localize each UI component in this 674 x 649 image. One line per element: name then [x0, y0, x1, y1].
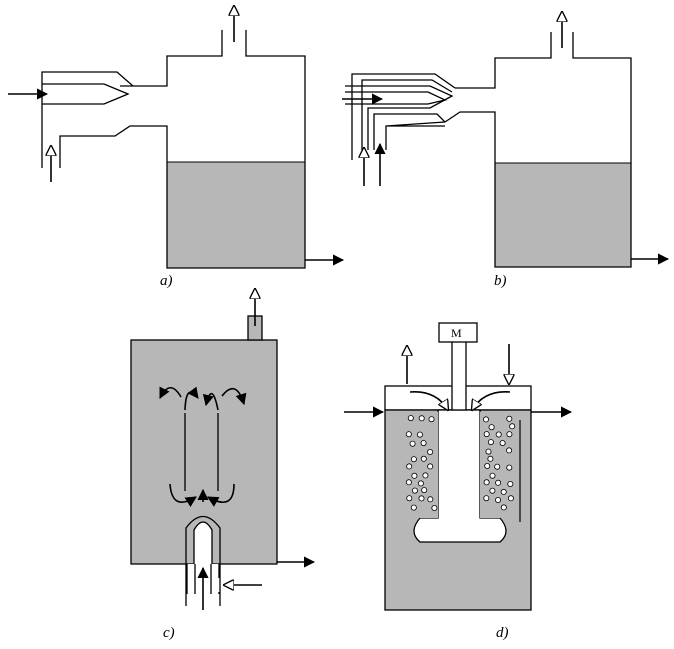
bubble: [507, 495, 514, 502]
bubble: [489, 472, 496, 479]
bubble: [484, 462, 491, 469]
panel-b-label: b): [494, 273, 507, 289]
bubble: [406, 463, 413, 470]
bubble: [418, 495, 425, 502]
panel-b-nozzle-mid1: [361, 79, 453, 150]
panel-a-liquid: [167, 162, 305, 268]
bubble: [422, 472, 429, 479]
bubble: [410, 456, 417, 463]
panel-d-flow-right: [472, 391, 511, 410]
panel-a-vessel: [59, 30, 306, 269]
bubble: [500, 488, 507, 495]
bubble: [506, 464, 513, 471]
bubble: [427, 463, 434, 470]
panel-c-circulation-bottom-left: [169, 483, 197, 508]
panel-b-nozzle-inner: [345, 91, 447, 105]
panel-b-vessel: [444, 32, 632, 268]
bubble: [483, 431, 490, 438]
bubble: [405, 431, 412, 438]
bubble: [506, 415, 513, 422]
bubble: [428, 416, 435, 423]
bubble: [500, 504, 507, 511]
panel-b-nozzle-outer: [351, 73, 456, 160]
bubble: [506, 447, 513, 454]
bubble: [487, 439, 494, 446]
panel-b-lower-channel: [373, 113, 446, 150]
bubble: [411, 487, 418, 494]
bubble: [488, 424, 495, 431]
bubble: [416, 431, 423, 438]
bubble: [489, 487, 496, 494]
bubble: [494, 496, 501, 503]
bubble: [407, 415, 414, 422]
panel-c-circulation-bottom-right: [207, 483, 235, 507]
panel-d-bubbles: [405, 415, 516, 511]
panel-d-label: d): [496, 625, 509, 641]
panel-a-nozzle: [42, 83, 130, 105]
bubble: [418, 415, 425, 422]
bubble: [487, 455, 494, 462]
bubble: [420, 455, 427, 462]
panel-c-inlet-tube-outer: [185, 515, 221, 606]
panel-c-inlet-walls: [186, 564, 220, 594]
bubble: [509, 423, 516, 430]
panel-c-circulation-top-left: [159, 386, 182, 400]
bubble: [405, 479, 412, 486]
bubble: [495, 479, 502, 486]
bubble: [431, 504, 438, 511]
panel-b: b): [342, 12, 670, 289]
bubble: [495, 431, 502, 438]
bubble: [427, 448, 434, 455]
panel-c-circulation-top-left-2: [184, 386, 199, 411]
panel-d-motor-label: M: [451, 326, 462, 340]
bubble: [483, 495, 490, 502]
panel-c: c): [130, 289, 316, 641]
bubble: [411, 472, 418, 479]
panel-d-rotor: [413, 409, 507, 543]
bubble: [506, 431, 513, 438]
bubble: [420, 440, 427, 447]
panel-b-liquid: [495, 163, 631, 267]
bubble: [410, 504, 417, 511]
panel-c-circulation-top-right-2: [221, 387, 247, 406]
panel-d-motor-box: [438, 322, 478, 343]
bubble: [417, 480, 424, 487]
bubble: [494, 463, 501, 470]
panel-a-inlet-upper: [41, 71, 134, 168]
panel-d-shaft: [451, 340, 467, 411]
bubble: [421, 487, 428, 494]
panel-d: M d): [344, 322, 573, 641]
panel-a: a): [8, 6, 345, 289]
bubble: [507, 480, 514, 487]
panel-b-nozzle-mid2: [345, 85, 454, 150]
bubble: [409, 440, 416, 447]
panel-c-label: c): [163, 625, 175, 641]
bubble: [485, 448, 492, 455]
panel-d-flow-left: [409, 391, 448, 410]
panel-a-label: a): [160, 273, 173, 289]
bubble: [483, 479, 490, 486]
bubble: [499, 440, 506, 447]
bubble: [427, 496, 434, 503]
bubble: [406, 495, 413, 502]
bubble: [482, 416, 489, 423]
panel-c-circulation-top-right: [202, 392, 219, 411]
